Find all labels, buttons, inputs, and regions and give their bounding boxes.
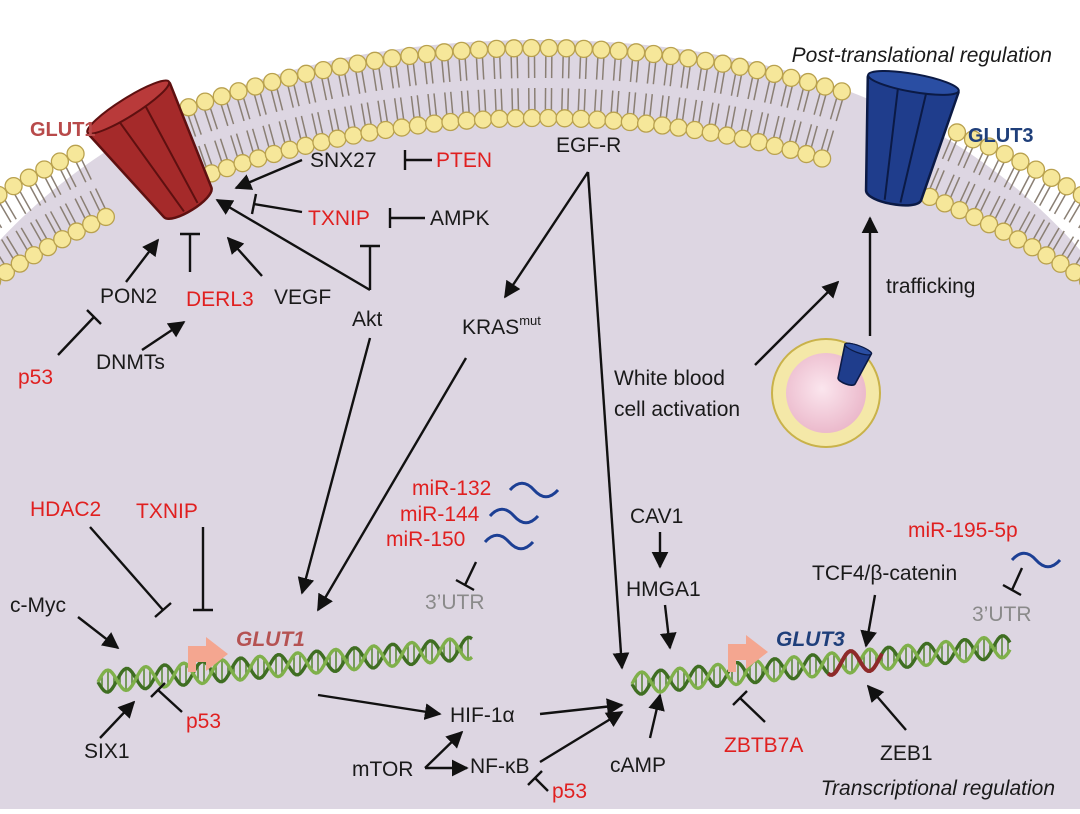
mir195-label: miR-195-5p	[908, 519, 1018, 542]
post-translational-header: Post-translational regulation	[792, 44, 1052, 67]
camp-label: cAMP	[610, 754, 666, 777]
transcriptional-header: Transcriptional regulation	[821, 777, 1055, 800]
derl3-label: DERL3	[186, 288, 254, 311]
p53-bottom-label: p53	[552, 780, 587, 803]
tcf4-label: TCF4/β-catenin	[812, 562, 957, 585]
nfkb-label: NF-κB	[470, 755, 530, 778]
glut1-label: GLUT1	[30, 119, 96, 141]
glut1-gene-label: GLUT1	[236, 628, 305, 651]
utr-right-label: 3’UTR	[972, 603, 1032, 626]
glut3-gene-label: GLUT3	[776, 628, 845, 651]
trafficking-label: trafficking	[886, 275, 976, 298]
cav1-label: CAV1	[630, 505, 683, 528]
akt-label: Akt	[352, 308, 383, 331]
zeb1-label: ZEB1	[880, 742, 933, 765]
zbtb7a-label: ZBTB7A	[724, 734, 803, 757]
ampk-label: AMPK	[430, 207, 490, 230]
p53-top-label: p53	[18, 366, 53, 389]
hmga1-label: HMGA1	[626, 578, 701, 601]
snx27-label: SNX27	[310, 149, 377, 172]
glut3-label: GLUT3	[968, 125, 1034, 147]
mir144-label: miR-144	[400, 503, 480, 526]
wbc-activation-line2: cell activation	[614, 398, 740, 421]
wbc-activation-line1: White blood	[614, 367, 725, 390]
vegf-label: VEGF	[274, 286, 331, 309]
cmyc-label: c-Myc	[10, 594, 66, 617]
hif1a-label: HIF-1α	[450, 704, 515, 727]
hdac2-label: HDAC2	[30, 498, 101, 521]
dnmts-label: DNMTs	[96, 351, 165, 374]
six1-label: SIX1	[84, 740, 130, 763]
txnip-bottom-label: TXNIP	[136, 500, 198, 523]
pten-label: PTEN	[436, 149, 492, 172]
mir150-label: miR-150	[386, 528, 465, 551]
pon2-label: PON2	[100, 285, 157, 308]
vesicle-icon	[772, 339, 880, 447]
txnip-top-label: TXNIP	[308, 207, 370, 230]
mtor-label: mTOR	[352, 758, 413, 781]
utr-left-label: 3’UTR	[425, 591, 485, 614]
p53-left-label: p53	[186, 710, 221, 733]
mir132-label: miR-132	[412, 477, 491, 500]
egfr-label: EGF-R	[556, 134, 621, 157]
